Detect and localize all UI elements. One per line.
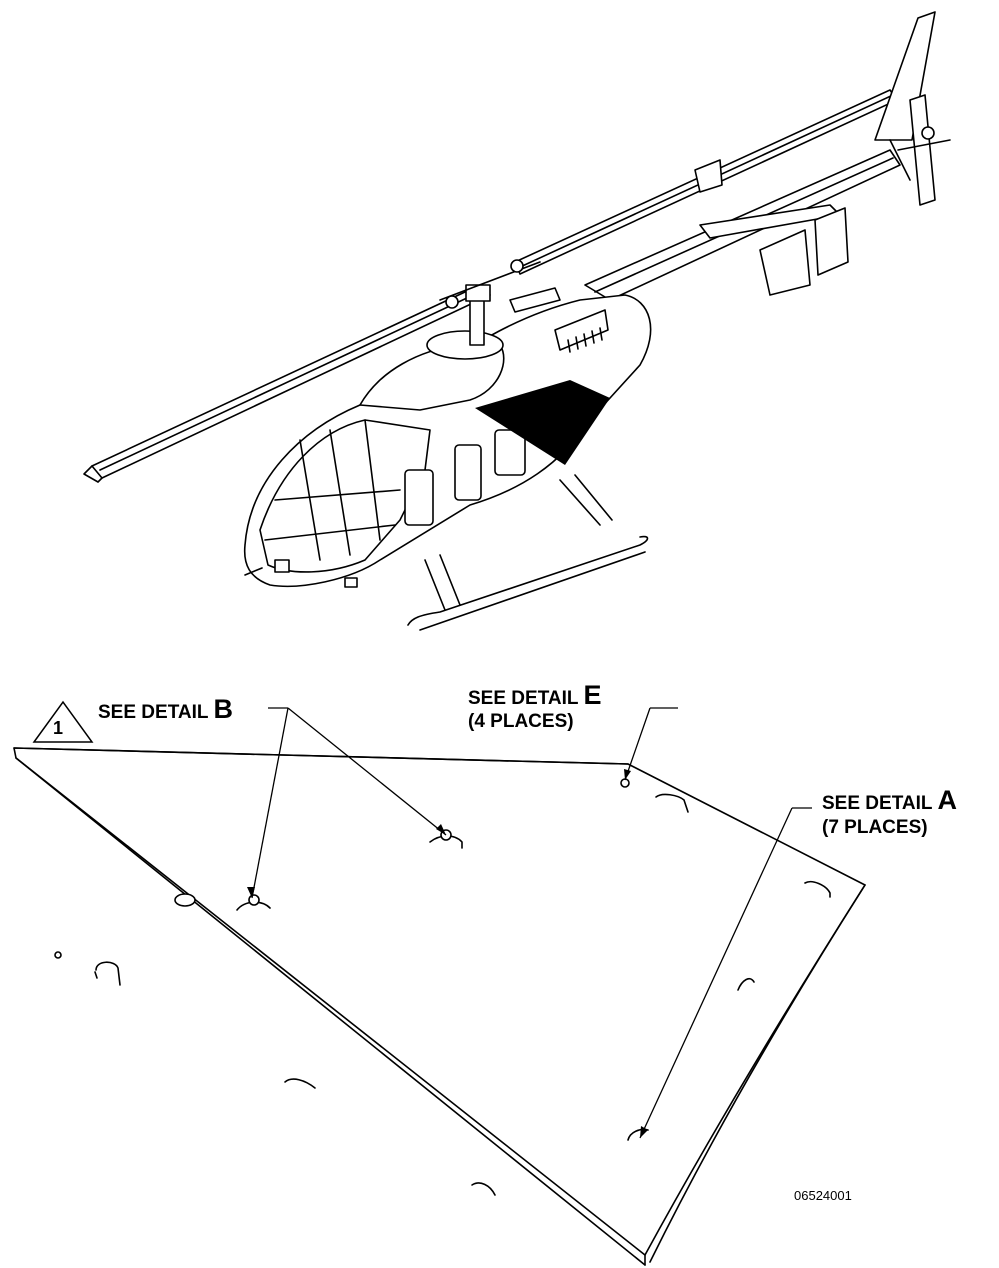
detail-e-callout: SEE DETAIL E (468, 680, 601, 711)
detail-e-quantity: (4 PLACES) (468, 711, 574, 732)
detail-b-prefix: SEE DETAIL (98, 702, 214, 723)
detail-a-letter: A (937, 785, 957, 815)
detail-e-prefix: SEE DETAIL (468, 688, 584, 709)
detail-a-quantity: (7 PLACES) (822, 817, 928, 838)
leader-lines (251, 707, 812, 1139)
triangle-note-flag-icon (32, 700, 94, 743)
leader-arrowheads (247, 769, 648, 1138)
detail-b-callout: SEE DETAIL B (98, 694, 233, 725)
cargo-floor-panel-icon (13, 747, 866, 1266)
note-flag-number: 1 (53, 718, 64, 738)
detail-b-letter: B (213, 694, 233, 724)
figure-number: 06524001 (794, 1188, 852, 1203)
helicopter-illustration-icon (83, 11, 951, 631)
highlighted-floor-area (475, 380, 610, 465)
detail-a-prefix: SEE DETAIL (822, 793, 938, 814)
detail-a-callout: SEE DETAIL A (822, 785, 957, 816)
detail-e-letter: E (583, 680, 602, 710)
